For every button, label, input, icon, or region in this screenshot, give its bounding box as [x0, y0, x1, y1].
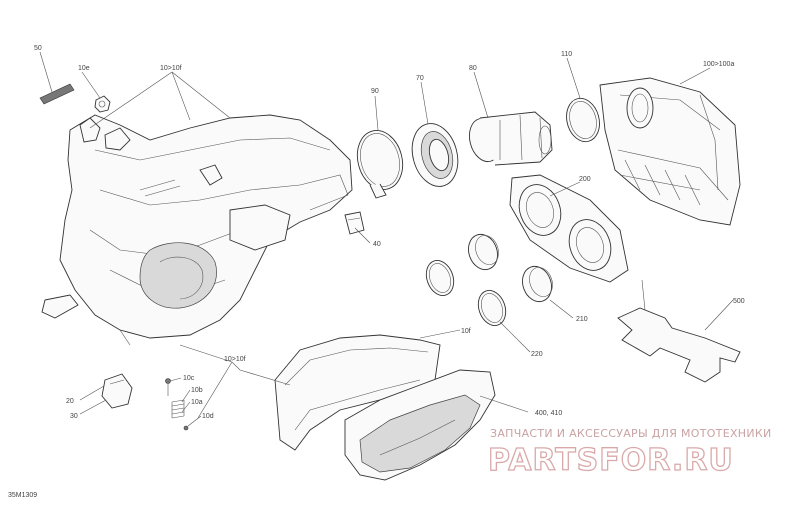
leader-lines — [39, 51, 734, 427]
airbox-housing — [41, 114, 353, 346]
adapter-plate-200 — [509, 174, 629, 283]
callout-labels: 50 10e 10>10f 90 70 80 110 100>100a 200 … — [8, 45, 745, 499]
callout-90: 90 — [371, 88, 379, 95]
callout-20: 20 — [66, 398, 74, 405]
o-ring-110 — [566, 97, 600, 143]
callout-220: 220 — [531, 351, 543, 358]
callout-10f: 10f — [461, 328, 471, 335]
air-filter-400 — [344, 369, 496, 481]
spacer-plate-500 — [617, 307, 741, 383]
callout-200: 200 — [579, 176, 591, 183]
sleeve-left — [468, 233, 499, 271]
lower-housing-10f — [274, 334, 441, 451]
watermark: ЗАПЧАСТИ И АКСЕССУАРЫ ДЛЯ МОТОТЕХНИКИ PA… — [487, 427, 772, 479]
callout-10c: 10c — [183, 375, 195, 382]
nut-part — [94, 95, 111, 113]
callout-50: 50 — [34, 45, 42, 52]
callout-110: 110 — [561, 51, 572, 58]
callout-10b: 10b — [191, 387, 203, 394]
callout-70: 70 — [416, 75, 424, 82]
clamp-part-40 — [344, 211, 365, 235]
drawing-code: 35M1309 — [8, 492, 37, 499]
grommet-20-30 — [101, 373, 133, 409]
callout-10-10f-top: 10>10f — [160, 65, 182, 72]
watermark-tagline: ЗАПЧАСТИ И АКСЕССУАРЫ ДЛЯ МОТОТЕХНИКИ — [490, 427, 772, 440]
callout-10-10f-bottom: 10>10f — [224, 356, 246, 363]
callout-10a: 10a — [191, 399, 203, 406]
intake-tube-80 — [468, 111, 553, 166]
callout-400-410: 400, 410 — [535, 410, 562, 417]
callout-10d: 10d — [202, 413, 214, 420]
callout-30: 30 — [70, 413, 78, 420]
filter-box-100 — [599, 77, 741, 226]
callout-210: 210 — [576, 316, 588, 323]
clip-10d — [183, 425, 189, 431]
watermark-logo: PARTSFOR.RU — [488, 443, 734, 478]
hose-clamp-90 — [356, 130, 404, 199]
seal-ring-70 — [411, 123, 459, 187]
callout-10e-top: 10e — [78, 65, 90, 72]
screw-10c — [165, 378, 171, 396]
sleeve-210 — [522, 265, 553, 303]
callout-100: 100>100a — [703, 61, 734, 68]
callout-80: 80 — [469, 65, 477, 72]
clamp-left — [425, 260, 455, 296]
callout-40: 40 — [373, 241, 381, 248]
spring-10a — [171, 399, 185, 419]
clamp-220 — [477, 290, 507, 326]
callout-500: 500 — [733, 298, 745, 305]
label-plate-part — [39, 83, 75, 105]
